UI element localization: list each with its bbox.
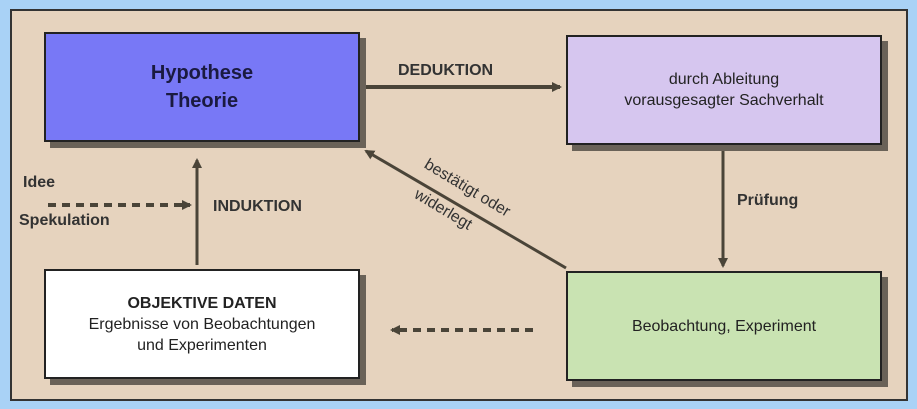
- daten-box: OBJEKTIVE DATEN Ergebnisse von Beobachtu…: [44, 269, 360, 379]
- vorausgesagt-line2: vorausgesagter Sachverhalt: [624, 92, 824, 109]
- pruefung-label: Prüfung: [737, 192, 799, 209]
- beobachtung-label: Beobachtung, Experiment: [631, 317, 817, 335]
- vorausgesagt-line1: durch Ableitung: [668, 71, 780, 88]
- induktion-label: INDUKTION: [213, 198, 302, 215]
- bestaetigt-arrow: [364, 149, 567, 270]
- deduktion-label: DEDUKTION: [398, 62, 494, 79]
- daten-title: OBJEKTIVE DATEN: [127, 294, 277, 312]
- idee-label: Idee: [23, 174, 56, 191]
- hypothese-label: Hypothese: [150, 62, 254, 84]
- daten-line2: und Experimenten: [137, 336, 267, 354]
- beobachtung-box: Beobachtung, Experiment: [566, 271, 882, 381]
- daten-line1: Ergebnisse von Beobachtungen: [88, 315, 316, 333]
- vorausgesagt-box: durch Ableitung vorausgesagter Sachverha…: [566, 35, 882, 145]
- hypothese-box: Hypothese Theorie: [44, 32, 360, 142]
- spekulation-label: Spekulation: [19, 212, 110, 229]
- theorie-label: Theorie: [165, 90, 239, 112]
